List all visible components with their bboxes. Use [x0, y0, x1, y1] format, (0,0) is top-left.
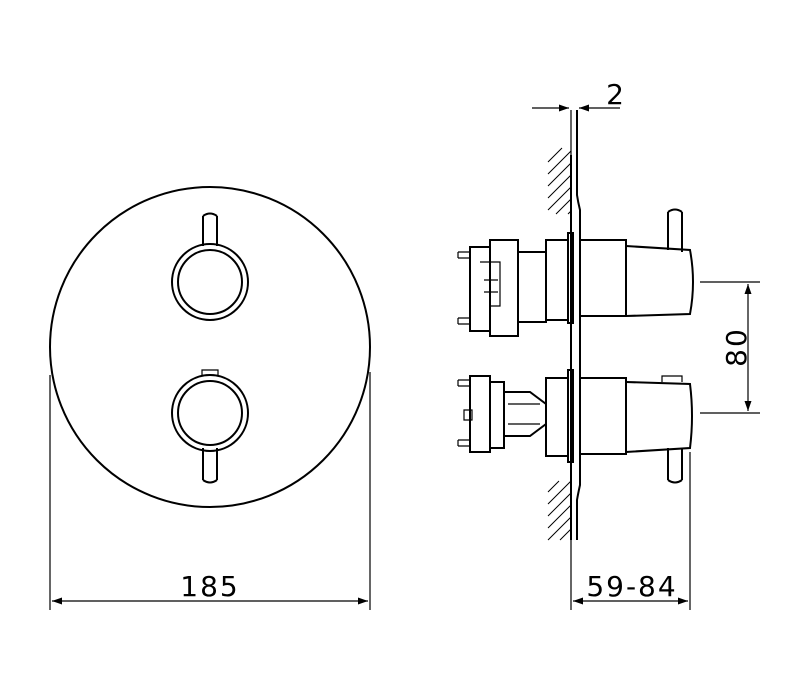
depth-dimension: 59-84 — [570, 452, 691, 610]
lower-handle — [171, 369, 249, 484]
upper-handle — [171, 212, 249, 321]
spacing-dimension: 80 — [700, 281, 760, 414]
front-view: 185 — [49, 186, 371, 610]
side-view: 2 — [457, 78, 760, 610]
width-dimension: 185 — [49, 372, 371, 610]
thickness-label: 2 — [606, 78, 626, 111]
width-label: 185 — [180, 570, 239, 603]
wall-upper — [547, 147, 572, 215]
depth-label: 59-84 — [586, 570, 677, 603]
spacing-label: 80 — [720, 327, 753, 367]
cover-plate — [49, 186, 371, 508]
thickness-dimension: 2 — [532, 78, 626, 112]
wall-lower — [547, 480, 572, 541]
lower-body-side — [457, 369, 693, 484]
cover-plate-side — [570, 110, 581, 540]
upper-body-side — [457, 208, 694, 337]
